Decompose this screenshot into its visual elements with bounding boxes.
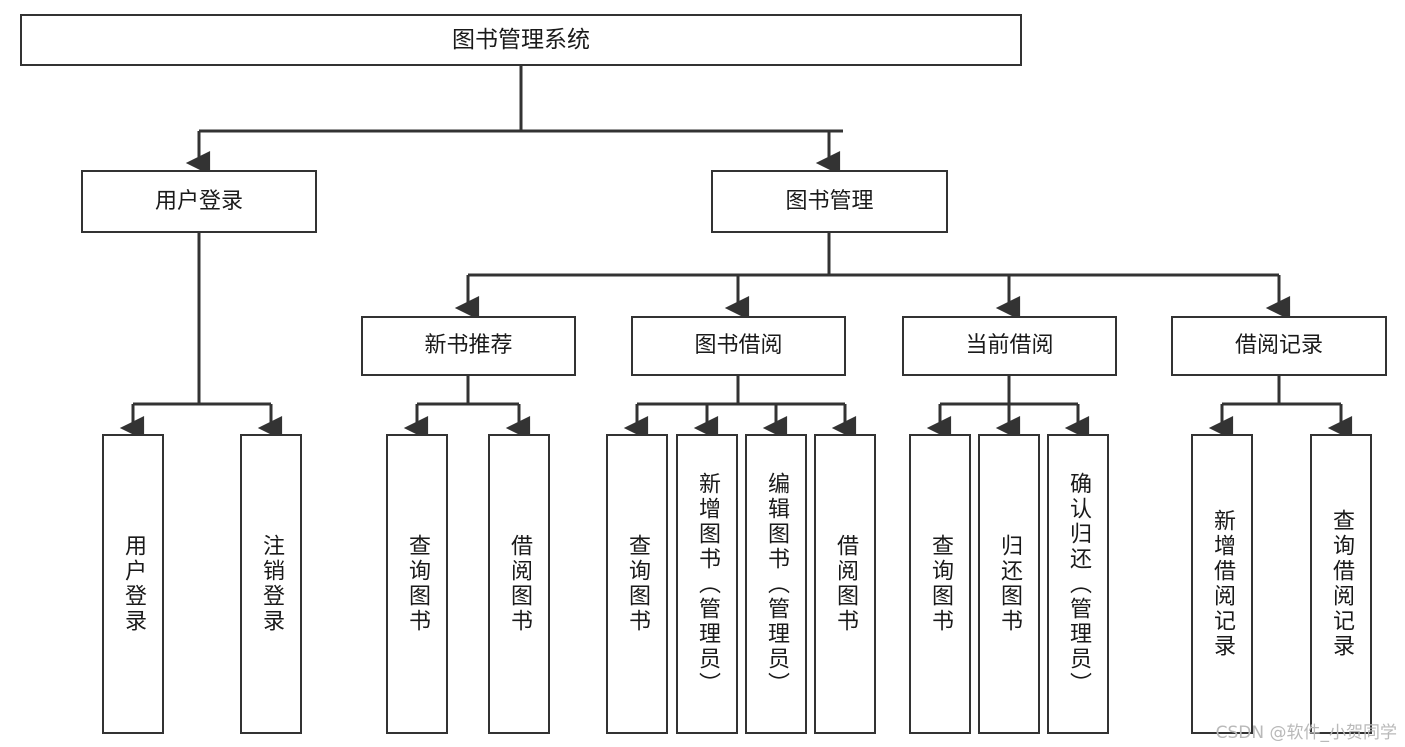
leaf-query-book-borrow[interactable]: 查询图书 xyxy=(606,434,668,734)
leaf-borrow-book[interactable]: 借阅图书 xyxy=(814,434,876,734)
leaf-add-book-admin[interactable]: 新增图书（管理员） xyxy=(676,434,738,734)
node-label: 图书管理 xyxy=(785,188,874,214)
leaf-query-book-recommend[interactable]: 查询图书 xyxy=(386,434,448,734)
leaf-borrow-book-recommend[interactable]: 借阅图书 xyxy=(488,434,550,734)
node-user-login[interactable]: 用户登录 xyxy=(81,170,317,233)
leaf-confirm-return-admin[interactable]: 确认归还（管理员） xyxy=(1047,434,1109,734)
node-label: 查询图书 xyxy=(625,534,650,634)
node-book-borrow[interactable]: 图书借阅 xyxy=(631,316,846,376)
node-label: 查询图书 xyxy=(928,534,953,634)
node-label: 图书管理系统 xyxy=(452,26,590,53)
node-label: 新增借阅记录 xyxy=(1210,509,1235,659)
node-label: 归还图书 xyxy=(997,534,1022,634)
node-label: 确认归还（管理员） xyxy=(1066,471,1091,697)
leaf-query-book-current[interactable]: 查询图书 xyxy=(909,434,971,734)
node-label: 查询图书 xyxy=(405,534,430,634)
node-label: 新书推荐 xyxy=(424,333,513,359)
node-label: 当前借阅 xyxy=(965,333,1054,359)
node-label: 编辑图书（管理员） xyxy=(764,471,789,697)
node-label: 查询借阅记录 xyxy=(1329,509,1354,659)
node-new-book-recommend[interactable]: 新书推荐 xyxy=(361,316,576,376)
node-borrow-record[interactable]: 借阅记录 xyxy=(1171,316,1387,376)
leaf-user-logout[interactable]: 注销登录 xyxy=(240,434,302,734)
node-book-management[interactable]: 图书管理 xyxy=(711,170,948,233)
node-root-system[interactable]: 图书管理系统 xyxy=(20,14,1022,66)
node-label: 用户登录 xyxy=(154,188,243,214)
watermark-text: CSDN @软件_小贺同学 xyxy=(1215,723,1397,743)
node-label: 用户登录 xyxy=(121,534,146,634)
node-label: 借阅图书 xyxy=(833,534,858,634)
leaf-edit-book-admin[interactable]: 编辑图书（管理员） xyxy=(745,434,807,734)
leaf-user-login[interactable]: 用户登录 xyxy=(102,434,164,734)
leaf-query-borrow-record[interactable]: 查询借阅记录 xyxy=(1310,434,1372,734)
leaf-return-book[interactable]: 归还图书 xyxy=(978,434,1040,734)
node-current-borrow[interactable]: 当前借阅 xyxy=(902,316,1117,376)
node-label: 借阅图书 xyxy=(507,534,532,634)
node-label: 注销登录 xyxy=(259,534,284,634)
leaf-add-borrow-record[interactable]: 新增借阅记录 xyxy=(1191,434,1253,734)
node-label: 图书借阅 xyxy=(694,333,783,359)
node-label: 借阅记录 xyxy=(1234,333,1323,359)
node-label: 新增图书（管理员） xyxy=(695,471,720,697)
